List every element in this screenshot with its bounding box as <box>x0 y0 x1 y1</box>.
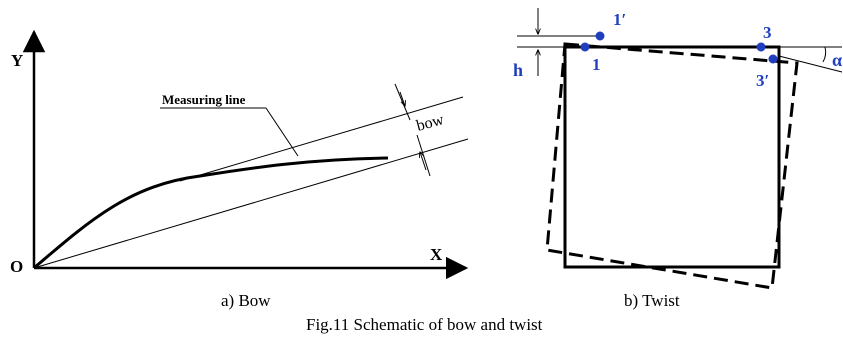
measuring-line-label: Measuring line <box>162 92 246 107</box>
twist-caption: b) Twist <box>624 291 680 310</box>
bow-label: bow <box>415 111 446 135</box>
reference-square <box>563 45 781 269</box>
point-3-prime-marker <box>768 54 778 64</box>
point-1-label: 1 <box>592 55 601 74</box>
point-1-marker <box>580 42 590 52</box>
figure-caption: Fig.11 Schematic of bow and twist <box>306 315 543 334</box>
origin-label: O <box>10 257 23 276</box>
bow-panel: Y X O Measuring line bow a) Bow <box>10 29 469 310</box>
bow-extension-lower <box>416 134 431 177</box>
reference-line-upper <box>179 96 464 182</box>
point-3-marker <box>756 42 766 52</box>
angle-arc <box>822 46 827 63</box>
point-3-prime-label: 3′ <box>756 71 769 90</box>
angle-label: α <box>832 50 842 70</box>
y-axis-label: Y <box>11 51 23 70</box>
twist-panel: h α 1 1′ 3 3′ b) Twist <box>513 8 843 310</box>
twisted-outline <box>545 42 799 290</box>
angle-rotated-reference <box>778 55 843 73</box>
bow-caption: a) Bow <box>221 291 271 310</box>
measuring-line-leader-diagonal <box>265 107 299 157</box>
point-3-label: 3 <box>763 23 772 42</box>
point-1-prime-label: 1′ <box>613 10 626 29</box>
point-1-prime-marker <box>595 31 605 41</box>
reference-line-lower <box>33 138 469 269</box>
bow-arrow-top <box>399 91 405 106</box>
bow-arrow-bottom <box>420 152 427 171</box>
h-label: h <box>513 60 523 80</box>
x-axis-label: X <box>430 245 443 264</box>
measuring-line-curve <box>33 156 389 270</box>
